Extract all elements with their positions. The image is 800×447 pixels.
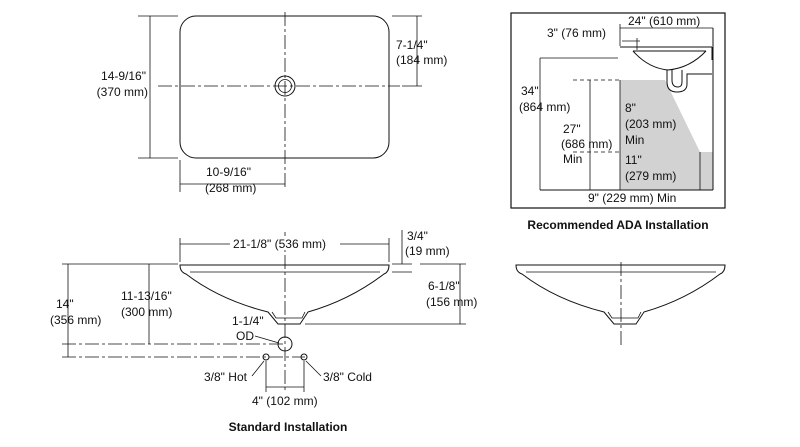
standard-caption: Standard Installation bbox=[229, 420, 348, 434]
height-in-label: 14-9/16" bbox=[101, 69, 146, 83]
drain-outlet bbox=[277, 336, 293, 352]
knee-depth-min-label: Min bbox=[625, 133, 644, 147]
knee-height-min-label: Min bbox=[563, 152, 582, 166]
ada-offset-label: 3" (76 mm) bbox=[547, 26, 606, 40]
half-width-in-label: 10-9/16" bbox=[206, 165, 251, 179]
bowl-depth-mm-label: (156 mm) bbox=[426, 295, 477, 309]
half-width-mm-label: (268 mm) bbox=[205, 181, 256, 195]
hot-supply bbox=[262, 353, 270, 361]
ada-view: 24" (610 mm) 3" (76 mm) 34" (864 mm) 27"… bbox=[510, 12, 726, 232]
toe-depth-in-label: 11" bbox=[625, 153, 642, 167]
total-height-mm-label: (356 mm) bbox=[50, 313, 101, 327]
rim-mm-label: (19 mm) bbox=[405, 244, 450, 258]
knee-height-in-label: 27" bbox=[563, 122, 581, 136]
ada-width-label: 24" (610 mm) bbox=[628, 14, 700, 28]
p-trap bbox=[666, 70, 712, 93]
drain-height-in-label: 11-13/16" bbox=[121, 289, 172, 303]
toe-clearance-zone bbox=[620, 152, 713, 190]
supply-spacing-label: 4" (102 mm) bbox=[252, 394, 318, 408]
bowl-depth-in-label: 6-1/8" bbox=[428, 279, 460, 293]
total-height-in-label: 14" bbox=[56, 297, 74, 311]
basin-section-standard bbox=[179, 264, 390, 325]
rim-height-mm-label: (864 mm) bbox=[519, 100, 570, 114]
drain-inner bbox=[278, 79, 292, 93]
ada-frame bbox=[510, 12, 726, 209]
rim-height-in-label: 34" bbox=[521, 84, 539, 98]
basin-section-right bbox=[515, 264, 726, 325]
knee-height-mm-label: (686 mm) bbox=[561, 137, 612, 151]
basin-section-ada bbox=[632, 50, 707, 71]
standard-view: 21-1/8" (536 mm) 3/4" (19 mm) 6-1/8" (15… bbox=[50, 229, 477, 434]
knee-depth-in-label: 8" bbox=[625, 101, 636, 115]
ada-caption: Recommended ADA Installation bbox=[527, 218, 708, 232]
basin-outline-top bbox=[179, 15, 390, 159]
rim-in-label: 3/4" bbox=[407, 229, 428, 243]
height-mm-label: (370 mm) bbox=[97, 85, 148, 99]
drain-outer bbox=[274, 75, 296, 97]
knee-depth-mm-label: (203 mm) bbox=[625, 117, 676, 131]
toe-clearance-label: 9" (229 mm) Min bbox=[588, 191, 676, 205]
knee-clearance-zone bbox=[620, 80, 700, 152]
hot-label: 3/8" Hot bbox=[204, 370, 248, 384]
drain-offset-mm-label: (184 mm) bbox=[396, 53, 447, 67]
toe-depth-mm-label: (279 mm) bbox=[625, 169, 676, 183]
top-view: 14-9/16" (370 mm) 7-1/4" (184 mm) 10-9/1… bbox=[97, 12, 447, 195]
front-view-right bbox=[515, 262, 726, 346]
drain-size-label: 1-1/4" bbox=[232, 314, 264, 328]
drain-od-label: OD bbox=[236, 329, 254, 343]
std-width-label: 21-1/8" (536 mm) bbox=[233, 237, 326, 251]
cold-supply bbox=[300, 353, 308, 361]
drain-offset-in-label: 7-1/4" bbox=[396, 38, 428, 52]
cold-label: 3/8" Cold bbox=[323, 370, 372, 384]
drain-height-mm-label: (300 mm) bbox=[121, 305, 172, 319]
